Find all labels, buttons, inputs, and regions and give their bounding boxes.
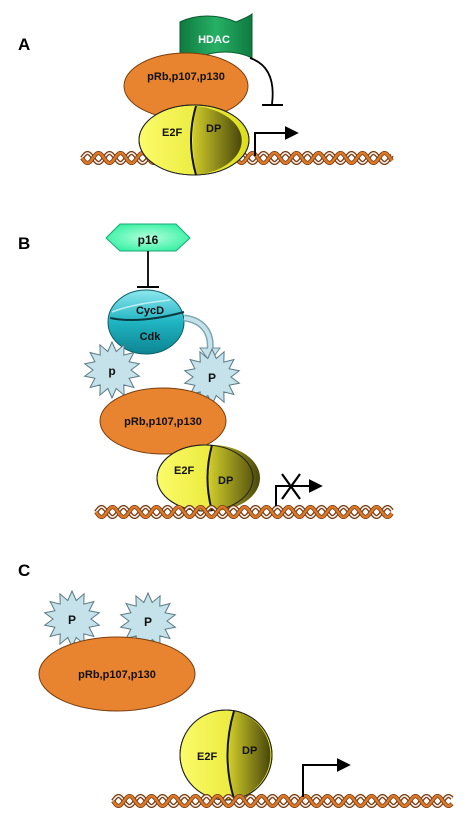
- bent-arrow-icon: [254, 126, 299, 156]
- dp-label: DP: [218, 475, 233, 487]
- cdk-label: Cdk: [140, 331, 162, 343]
- e2f-dp-heterodimer: E2F DP: [179, 709, 273, 801]
- panel-a: A HDAC pRb,p107,p130 E2F DP: [18, 12, 394, 176]
- phosphate-left-label: p: [108, 364, 115, 378]
- t-bar-inhibition-icon: [249, 57, 274, 105]
- pocket-protein-label: pRb,p107,p130: [147, 71, 225, 83]
- panel-a-letter: A: [18, 35, 30, 54]
- dp-label: DP: [206, 123, 221, 135]
- panel-b: B p16 CycD Cdk p P: [18, 223, 394, 520]
- cycd-cdk-complex: CycD Cdk: [107, 289, 185, 355]
- dp-label: DP: [242, 745, 257, 757]
- pocket-protein-complex: pRb,p107,p130: [38, 636, 196, 712]
- e2f-dp-heterodimer: E2F DP: [138, 104, 250, 176]
- e2f-label: E2F: [197, 751, 217, 763]
- panel-b-letter: B: [18, 234, 30, 253]
- pocket-protein-label: pRb,p107,p130: [78, 669, 156, 681]
- e2f-label: E2F: [162, 127, 182, 139]
- panel-c: C P P pRb,p107,p130 E2F DP: [18, 561, 454, 809]
- bent-arrow-icon: [302, 758, 351, 797]
- dna-helix-icon: [94, 504, 394, 520]
- crossed-arrow-icon: [275, 473, 323, 506]
- phosphate-right-label: P: [144, 615, 152, 629]
- cycd-label: CycD: [136, 305, 164, 317]
- panel-c-letter: C: [18, 561, 30, 580]
- phosphate-left-label: P: [68, 613, 76, 627]
- phosphate-group-left: p: [83, 340, 141, 400]
- pocket-protein-label: pRb,p107,p130: [124, 416, 202, 428]
- p16-protein: p16: [105, 223, 191, 252]
- e2f-dp-heterodimer: E2F DP: [156, 444, 260, 512]
- hdac-label: HDAC: [198, 34, 230, 46]
- pocket-protein-complex: pRb,p107,p130: [123, 52, 249, 120]
- p16-label: p16: [138, 233, 159, 247]
- phosphate-right-label: P: [208, 371, 216, 385]
- pocket-protein-complex: pRb,p107,p130: [99, 387, 227, 455]
- e2f-label: E2F: [174, 465, 194, 477]
- dna-helix-icon: [111, 793, 454, 809]
